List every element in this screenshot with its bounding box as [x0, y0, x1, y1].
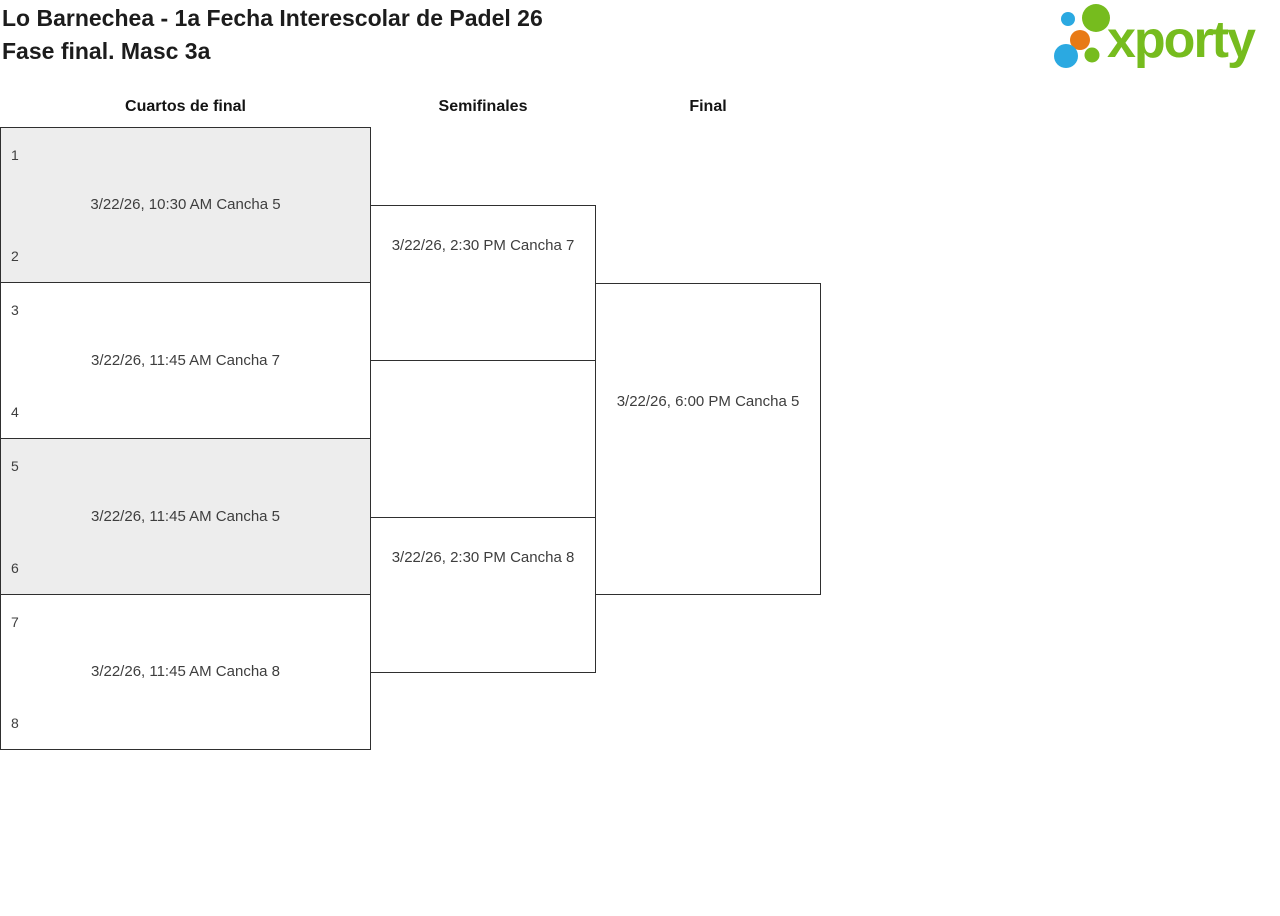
- match-box-quarterfinal-3[interactable]: 5 3/22/26, 11:45 AM Cancha 5 6: [0, 438, 371, 595]
- page-title-line2: Fase final. Masc 3a: [2, 38, 211, 64]
- seed-number: 5: [11, 458, 19, 474]
- match-schedule: 3/22/26, 11:45 AM Cancha 7: [90, 351, 281, 369]
- match-box-final[interactable]: 3/22/26, 6:00 PM Cancha 5: [595, 283, 821, 595]
- seed-number: 7: [11, 614, 19, 630]
- match-box-quarterfinal-2[interactable]: 3 3/22/26, 11:45 AM Cancha 7 4: [0, 282, 371, 439]
- xporty-dots-icon: [1054, 4, 1110, 68]
- match-schedule: 3/22/26, 10:30 AM Cancha 5: [90, 196, 281, 213]
- seed-number: 4: [11, 404, 19, 420]
- round-header-final: Final: [689, 98, 727, 115]
- seed-number: 8: [11, 715, 19, 731]
- page-title: Lo Barnechea - 1a Fecha Interescolar de …: [2, 2, 543, 68]
- match-box-quarterfinal-4[interactable]: 7 3/22/26, 11:45 AM Cancha 8 8: [0, 594, 371, 750]
- seed-number: 3: [11, 302, 19, 318]
- match-box-quarterfinal-1[interactable]: 1 3/22/26, 10:30 AM Cancha 5 2: [0, 127, 371, 283]
- xporty-logo[interactable]: xporty: [1050, 1, 1266, 71]
- match-schedule: 3/22/26, 6:00 PM Cancha 5: [616, 393, 800, 410]
- match-schedule: 3/22/26, 11:45 AM Cancha 5: [90, 507, 281, 525]
- page-title-line1: Lo Barnechea - 1a Fecha Interescolar de …: [2, 5, 543, 31]
- match-schedule: 3/22/26, 11:45 AM Cancha 8: [90, 663, 281, 680]
- match-schedule: 3/22/26, 2:30 PM Cancha 8: [391, 549, 575, 566]
- xporty-wordmark: xporty: [1107, 11, 1256, 69]
- round-header-cuartos-de-final: Cuartos de final: [125, 98, 246, 115]
- seed-number: 6: [11, 560, 19, 576]
- seed-number: 2: [11, 248, 19, 264]
- match-schedule: 3/22/26, 2:30 PM Cancha 7: [391, 237, 575, 254]
- round-header-semifinales: Semifinales: [438, 98, 528, 115]
- match-box-semifinal-2[interactable]: 3/22/26, 2:30 PM Cancha 8: [370, 517, 596, 673]
- seed-number: 1: [11, 147, 19, 163]
- match-box-semifinal-1[interactable]: 3/22/26, 2:30 PM Cancha 7: [370, 205, 596, 361]
